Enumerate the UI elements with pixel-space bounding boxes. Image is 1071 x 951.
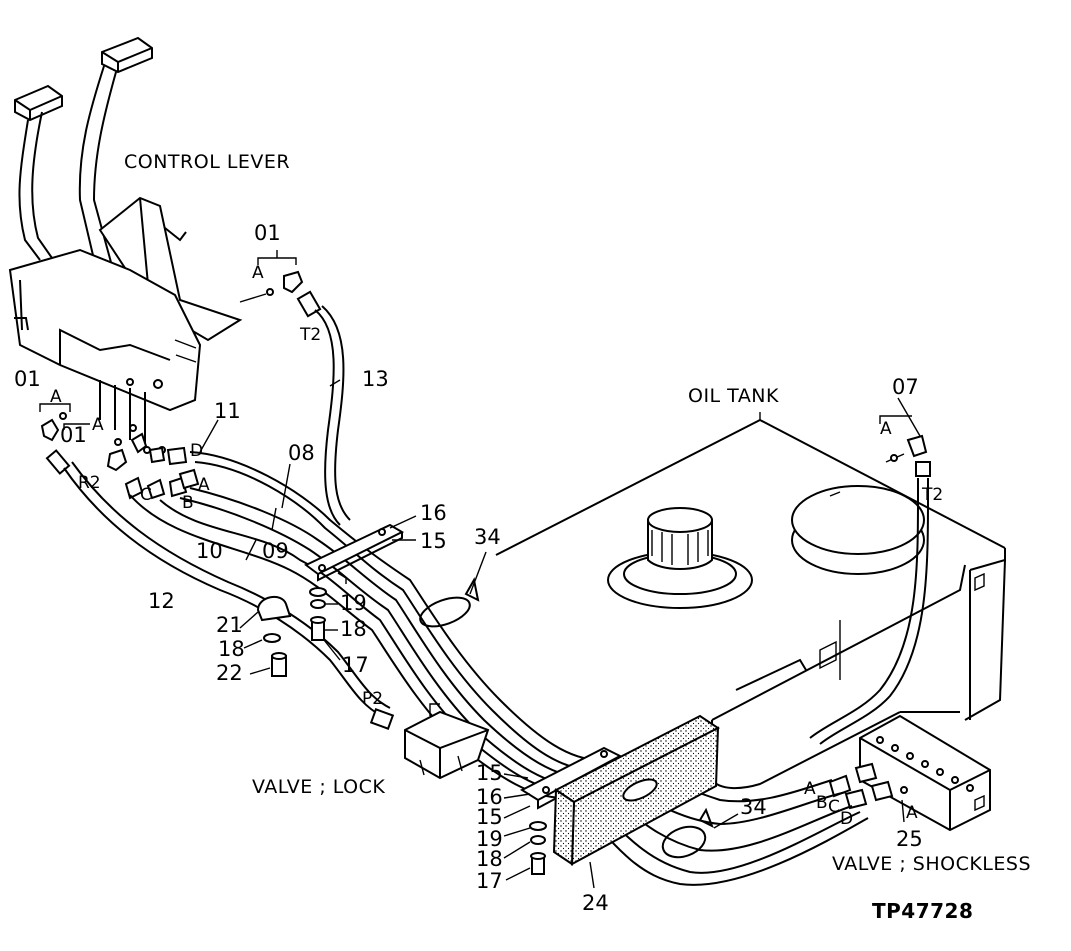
callout-12: 12 [148, 589, 175, 613]
callout-16-upper: 16 [420, 501, 447, 525]
callout-17-lower: 17 [476, 869, 503, 893]
callout-22: 22 [216, 661, 243, 685]
port-a-left: A [50, 387, 62, 407]
port-a-mid: A [92, 415, 104, 435]
callout-25: 25 [896, 827, 923, 851]
fitting-01-left [39, 403, 71, 475]
port-a-tank: A [880, 419, 892, 439]
callout-19-upper: 19 [340, 591, 367, 615]
port-d-valve: D [840, 809, 853, 829]
fitting-01-mid [63, 423, 200, 500]
port-a-valve2: A [906, 803, 918, 823]
port-t2-top: T2 [299, 325, 321, 345]
port-b-valve: B [816, 793, 828, 813]
port-r2: R2 [78, 473, 101, 493]
callout-08: 08 [288, 441, 315, 465]
callout-17-upper: 17 [342, 653, 369, 677]
callout-21: 21 [216, 613, 243, 637]
label-control-lever: CONTROL LEVER [124, 151, 290, 173]
callout-15-lower-a: 15 [476, 761, 503, 785]
label-figure-id: TP47728 [872, 899, 973, 923]
callout-18-clamp: 18 [218, 637, 245, 661]
band-34-lower [661, 807, 714, 859]
hose-12 [63, 467, 383, 717]
valve-shockless [828, 714, 991, 832]
callout-16-lower: 16 [476, 785, 503, 809]
callout-10: 10 [196, 539, 223, 563]
callout-19-lower: 19 [476, 827, 503, 851]
port-a-hose: A [198, 475, 210, 495]
mounting-block-24 [552, 714, 720, 866]
callout-34-upper: 34 [474, 525, 501, 549]
bracket-16-upper [304, 523, 405, 584]
port-b-hose: B [182, 493, 194, 513]
leader-lines [199, 379, 921, 889]
callout-01-top: 01 [254, 221, 281, 245]
callout-18-lower: 18 [476, 847, 503, 871]
hose-13 [314, 309, 341, 526]
callout-01-mid: 01 [60, 423, 87, 447]
callout-34-lower: 34 [740, 795, 767, 819]
callout-01-left: 01 [14, 367, 41, 391]
callout-09: 09 [262, 539, 289, 563]
hose-bundle [129, 451, 601, 799]
port-t2-tank: T2 [921, 485, 943, 505]
callout-24: 24 [582, 891, 609, 915]
bolt-stack-upper [309, 587, 327, 641]
label-valve-lock: VALVE ; LOCK [252, 776, 385, 798]
callout-07: 07 [892, 375, 919, 399]
port-d-top: D [190, 441, 203, 461]
callout-11: 11 [214, 399, 241, 423]
bolt-stack-lower [529, 821, 547, 875]
callout-18-upper: 18 [340, 617, 367, 641]
labels: CONTROL LEVER OIL TANK VALVE ; LOCK VALV… [14, 151, 1031, 923]
fitting-01-top [239, 250, 322, 318]
port-p2: P2 [362, 689, 383, 709]
callout-13: 13 [362, 367, 389, 391]
port-a-top: A [252, 263, 264, 283]
port-a-valve: A [804, 779, 816, 799]
callout-15-upper: 15 [420, 529, 447, 553]
port-c-hose: C [140, 485, 152, 505]
clamp-21 [256, 595, 292, 677]
oil-tank [495, 415, 1006, 790]
valve-lock [369, 703, 490, 780]
label-oil-tank: OIL TANK [688, 385, 779, 407]
callout-15-lower-b: 15 [476, 805, 503, 829]
control-lever-assembly [8, 36, 243, 454]
label-valve-shockless: VALVE ; SHOCKLESS [832, 853, 1031, 875]
band-34-upper [419, 577, 480, 628]
port-c-valve: C [828, 797, 840, 817]
